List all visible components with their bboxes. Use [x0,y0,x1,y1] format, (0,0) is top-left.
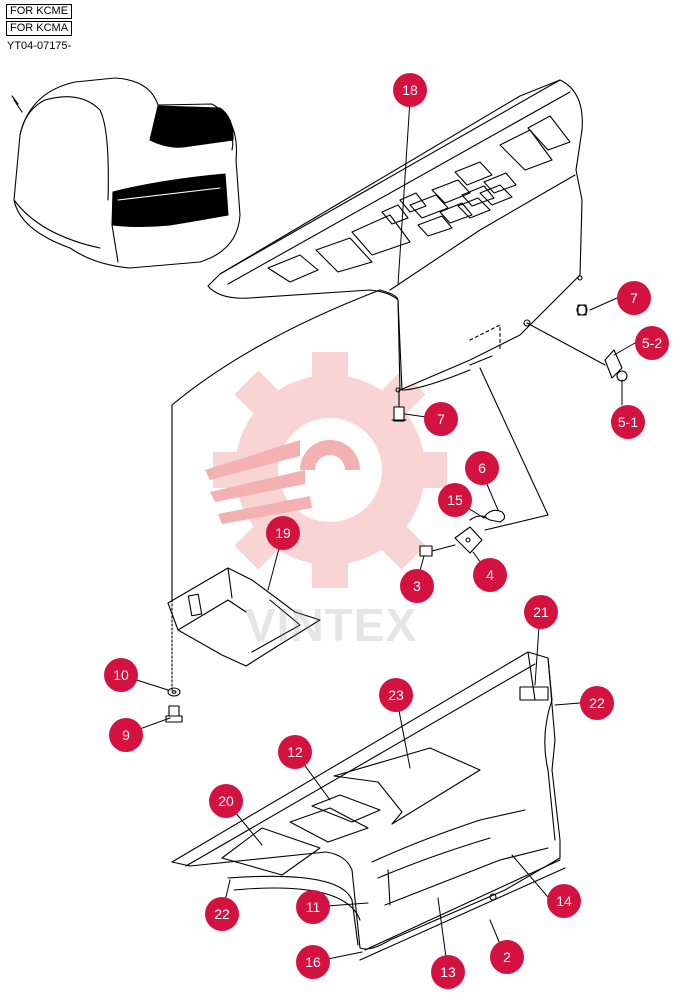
fastener-clip-5 [526,322,628,382]
callout-14: 14 [547,884,581,918]
seat-pan [171,651,566,961]
callout-4: 4 [473,558,507,592]
callout-7-right: 7 [617,281,651,315]
callout-22-right: 22 [580,686,614,720]
callout-21: 21 [524,595,558,629]
callout-13: 13 [431,955,465,989]
watermark-text: VINTEX [245,599,418,651]
callout-7-left: 7 [424,402,458,436]
fastener-bolt-7-left [391,389,407,422]
watermark-gear-logo [205,352,447,588]
callout-18: 18 [393,73,427,107]
callout-5-1: 5-1 [611,405,645,439]
mounting-plate [167,289,381,667]
callout-15: 15 [438,483,472,517]
fastener-bolt-7-right [576,304,588,316]
bolt-9 [165,599,183,723]
callout-22-left: 22 [205,897,239,931]
callout-16: 16 [296,945,330,979]
washer-10 [167,687,181,697]
diagram-code: YT04-07175- [7,40,72,52]
seat-overview-illustration [11,77,241,269]
callout-9: 9 [109,718,143,752]
callout-10: 10 [104,658,138,692]
model-label-kcme: FOR KCME [6,4,73,19]
callout-20: 20 [209,784,243,818]
callout-3: 3 [400,569,434,603]
callout-23: 23 [379,678,413,712]
callout-12: 12 [278,735,312,769]
callout-11: 11 [296,890,330,924]
seat-cover-panel [207,79,583,393]
callout-19: 19 [266,516,300,550]
callout-6: 6 [465,451,499,485]
callout-2: 2 [490,940,524,974]
model-label-kcma: FOR KCMA [6,21,73,36]
callout-5-2: 5-2 [635,326,669,360]
latch-bracket-assembly [419,367,549,557]
